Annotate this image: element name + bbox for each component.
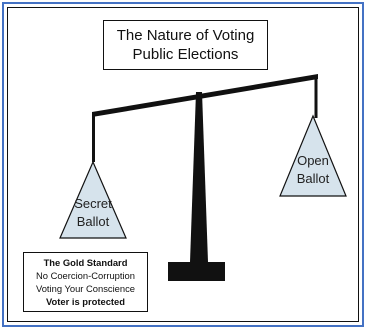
note-line3: Voter is protected	[45, 296, 125, 307]
right-pan-triangle	[279, 114, 347, 197]
title-line2: Public Elections	[132, 46, 239, 63]
outer-frame	[2, 2, 364, 327]
gold-standard-note: The Gold Standard No Coercion-Corruption…	[23, 252, 148, 312]
left-pan-label-line1: Secret	[74, 196, 112, 211]
title-line1: The Nature of Voting	[116, 27, 255, 44]
left-pan-label-line2: Ballot	[77, 214, 110, 229]
note-line1: No Coercion-Corruption	[35, 270, 135, 281]
right-pan-label-line1: Open	[297, 153, 329, 168]
scale-pillar	[190, 92, 208, 262]
right-pan-label-line2: Ballot	[297, 171, 330, 186]
scale-beam	[92, 74, 318, 117]
left-pan-triangle	[59, 160, 127, 239]
scale-base	[168, 262, 225, 281]
note-heading: The Gold Standard	[43, 257, 128, 268]
inner-frame	[7, 7, 359, 322]
note-line2: Voting Your Conscience	[35, 283, 136, 294]
title-box: The Nature of Voting Public Elections	[103, 20, 268, 70]
